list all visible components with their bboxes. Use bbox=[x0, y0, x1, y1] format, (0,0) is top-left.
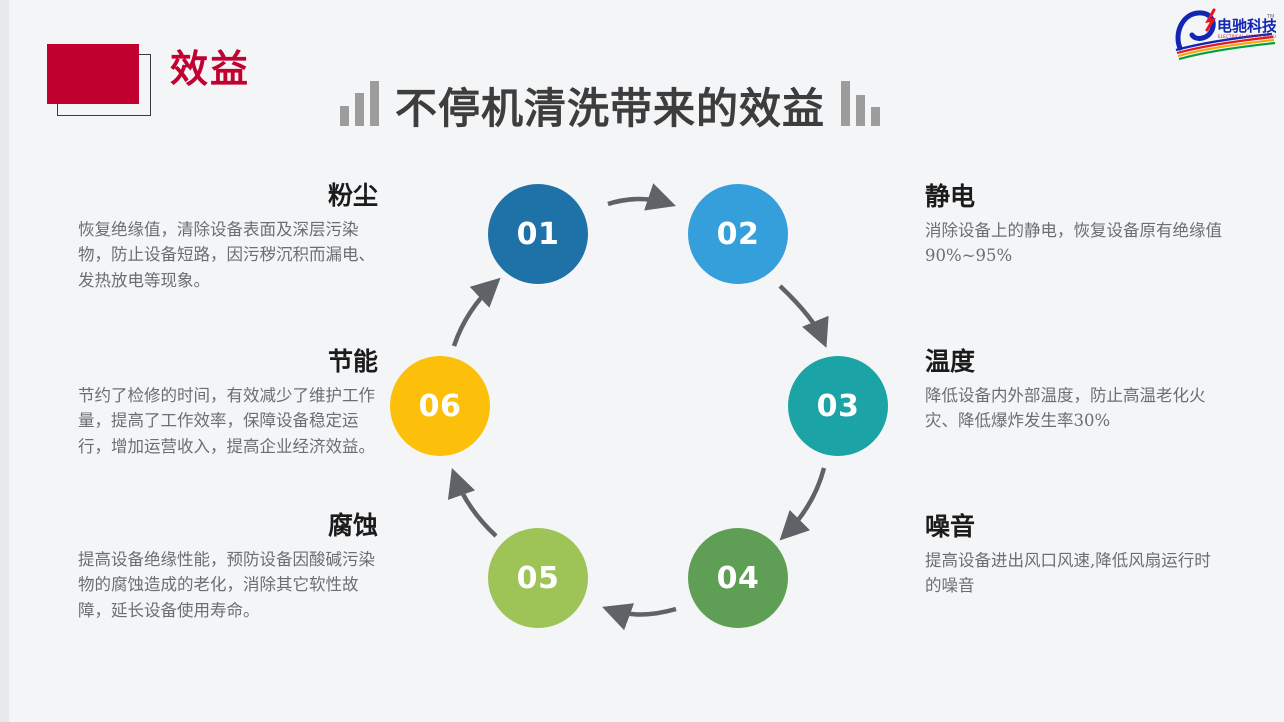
company-logo: 电驰科技 ELECTRICAL CHI TECHNOLOGY TM bbox=[1172, 4, 1284, 61]
benefit-body-energy: 节约了检修的时间，有效减少了维护工作量，提高了工作效率，保障设备稳定运行，增加运… bbox=[78, 385, 375, 456]
cycle-node-03[interactable]: 03 bbox=[788, 356, 888, 456]
benefit-title-static: 静电 bbox=[925, 182, 976, 211]
bar-chart-ascending-icon bbox=[340, 78, 379, 132]
benefit-block-noise: 噪音 提高设备进出风口风速,降低风扇运行时的噪音 bbox=[925, 513, 1225, 599]
cycle-node-04[interactable]: 04 bbox=[688, 528, 788, 628]
benefit-body-static: 消除设备上的静电，恢复设备原有绝缘值90%~95% bbox=[925, 220, 1222, 266]
benefit-body-dust: 恢复绝缘值，清除设备表面及深层污染物，防止设备短路，因污秽沉积而漏电、发热放电等… bbox=[78, 219, 375, 290]
badge-filled-square bbox=[47, 44, 139, 104]
section-label: 效益 bbox=[170, 47, 251, 91]
benefit-block-static: 静电 消除设备上的静电，恢复设备原有绝缘值90%~95% bbox=[925, 183, 1225, 269]
benefit-block-corrosion: 腐蚀 提高设备绝缘性能，预防设备因酸碱污染物的腐蚀造成的老化，消除其它软性故障，… bbox=[78, 512, 378, 623]
benefit-title-dust: 粉尘 bbox=[327, 181, 378, 210]
benefit-title-corrosion: 腐蚀 bbox=[327, 511, 378, 540]
page-title: 不停机清洗带来的效益 bbox=[395, 84, 826, 133]
svg-text:电驰科技: 电驰科技 bbox=[1217, 17, 1276, 35]
cycle-node-01[interactable]: 01 bbox=[488, 184, 588, 284]
svg-text:ELECTRICAL CHI TECHNOLOGY: ELECTRICAL CHI TECHNOLOGY bbox=[1218, 34, 1276, 39]
cycle-node-05[interactable]: 05 bbox=[488, 528, 588, 628]
svg-text:TM: TM bbox=[1266, 14, 1274, 20]
cycle-diagram: 01 02 03 04 05 06 bbox=[380, 168, 910, 668]
benefit-block-temperature: 温度 降低设备内外部温度，防止高温老化火灾、降低爆炸发生率30% bbox=[925, 348, 1225, 434]
cycle-node-02[interactable]: 02 bbox=[688, 184, 788, 284]
benefit-body-temperature: 降低设备内外部温度，防止高温老化火灾、降低爆炸发生率30% bbox=[925, 385, 1206, 431]
benefit-title-temperature: 温度 bbox=[925, 347, 976, 376]
left-edge-strip bbox=[0, 0, 9, 722]
benefit-block-dust: 粉尘 恢复绝缘值，清除设备表面及深层污染物，防止设备短路，因污秽沉积而漏电、发热… bbox=[78, 182, 378, 293]
benefit-body-noise: 提高设备进出风口风速,降低风扇运行时的噪音 bbox=[925, 550, 1211, 596]
benefit-title-noise: 噪音 bbox=[925, 512, 976, 541]
title-row: 不停机清洗带来的效益 bbox=[340, 66, 881, 133]
cycle-node-06[interactable]: 06 bbox=[390, 356, 490, 456]
section-badge bbox=[47, 44, 157, 116]
benefit-block-energy: 节能 节约了检修的时间，有效减少了维护工作量，提高了工作效率，保障设备稳定运行，… bbox=[78, 348, 378, 459]
benefit-body-corrosion: 提高设备绝缘性能，预防设备因酸碱污染物的腐蚀造成的老化，消除其它软性故障，延长设… bbox=[78, 549, 375, 620]
bar-chart-descending-icon bbox=[841, 78, 881, 132]
benefit-title-energy: 节能 bbox=[327, 347, 378, 376]
